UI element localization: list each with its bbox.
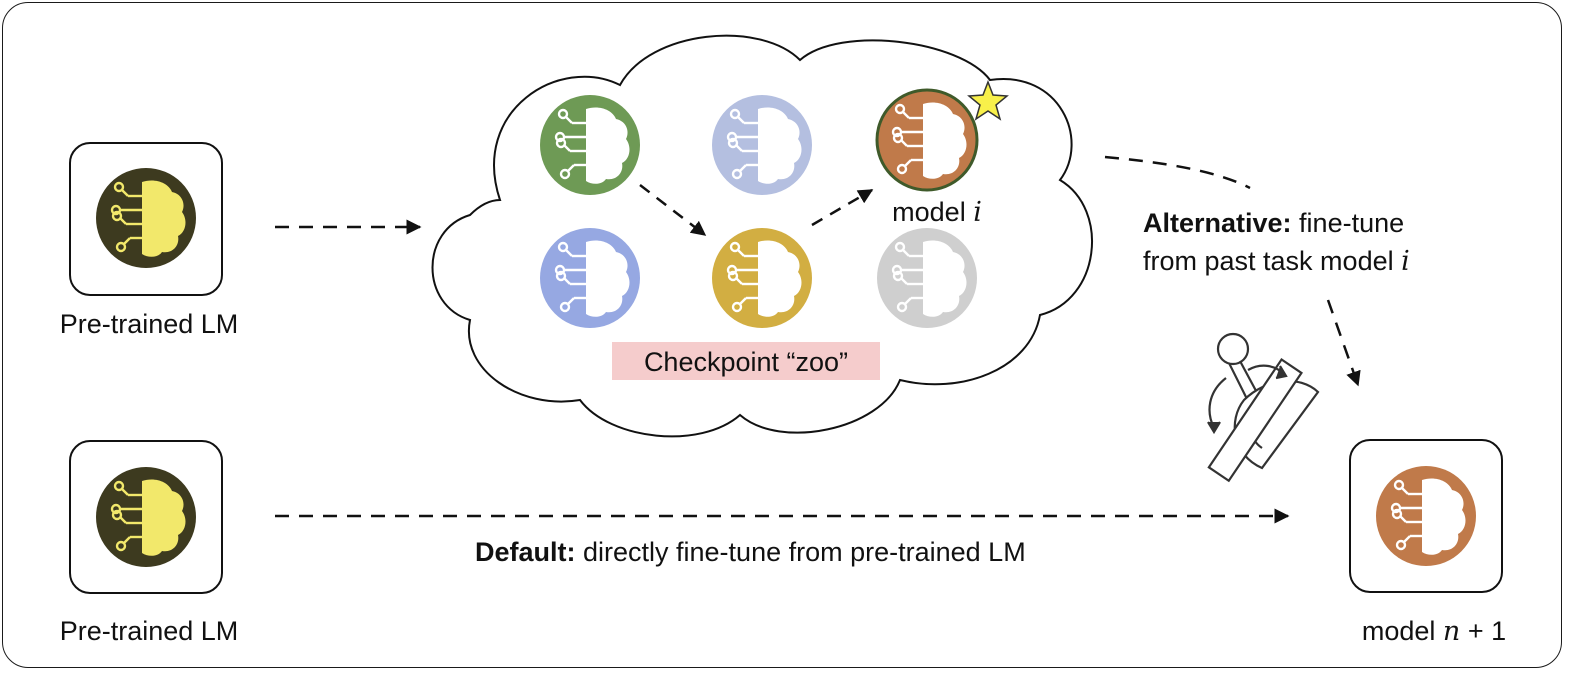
checkpoint-lavender <box>712 95 812 195</box>
checkpoint-gray <box>877 228 977 328</box>
star-icon <box>967 79 1009 121</box>
pretrained-lm-top-label: Pre-trained LM <box>60 309 239 339</box>
default-label: Default: directly fine-tune from pre-tra… <box>475 537 1026 567</box>
pretrained-lm-bottom: Pre-trained LM <box>60 440 239 646</box>
arrow-alt-curve <box>1104 155 1251 190</box>
model-n-plus-1: model n + 1 <box>1349 439 1506 647</box>
pretrained-lm-bottom-label: Pre-trained LM <box>60 616 239 646</box>
checkpoint-model-i: model i <box>875 79 1009 228</box>
checkpoint-zoo-label: Checkpoint “zoo” <box>644 347 848 377</box>
arrow-green-to-gold <box>639 184 707 236</box>
alternative-line-2: from past task model i <box>1143 246 1410 277</box>
pretrained-lm-top: Pre-trained LM <box>60 142 239 339</box>
alternative-line-1: Alternative: fine-tune <box>1143 208 1404 238</box>
checkpoint-blue <box>540 228 640 328</box>
checkpoint-green <box>540 95 640 195</box>
model-i-label: model i <box>892 197 982 228</box>
arrow-gold-to-model-i <box>811 188 874 227</box>
model-n-plus-1-label: model n + 1 <box>1362 616 1506 647</box>
lever-icon <box>1207 332 1320 483</box>
checkpoint-gold <box>712 228 812 328</box>
arrow-alt-to-model-n1 <box>1326 299 1361 387</box>
zoo-highlight <box>612 342 880 380</box>
